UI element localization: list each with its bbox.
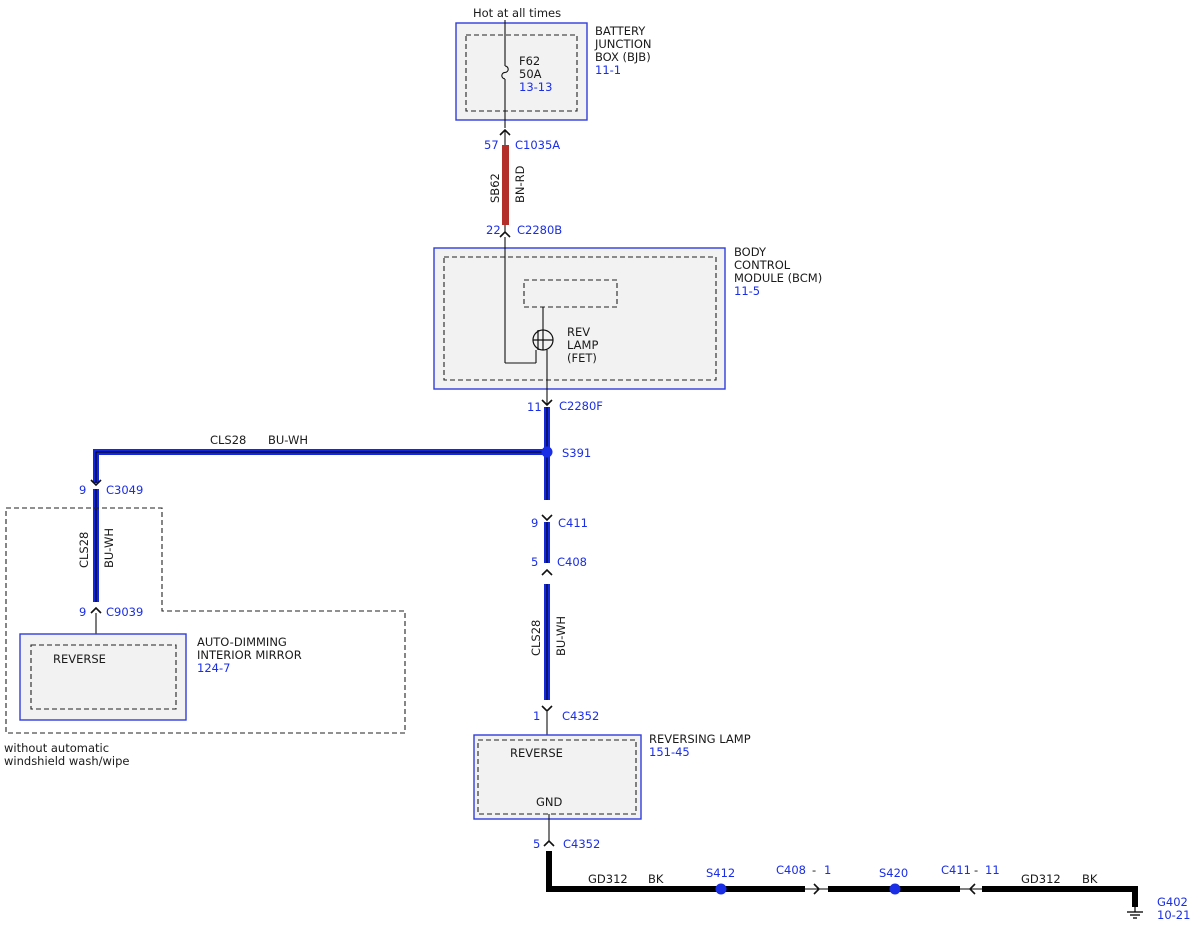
c2280f-name[interactable]: C2280F xyxy=(559,399,603,413)
connector-c4352-out-icon xyxy=(543,839,555,847)
c3049-pin: 9 xyxy=(79,483,86,497)
mirror-label-line1: AUTO-DIMMING xyxy=(197,635,287,649)
wire-sb62-circuit: SB62 xyxy=(488,173,502,203)
connector-c408-gnd-icon xyxy=(813,883,821,895)
wire-cls28-horizontal[interactable] xyxy=(93,449,547,483)
lamp-ref-link[interactable]: 151-45 xyxy=(649,745,690,759)
c411-name[interactable]: C411 xyxy=(558,516,588,530)
battery-junction-box[interactable] xyxy=(455,22,588,121)
connector-c2280f-icon xyxy=(541,399,553,407)
wire-gd312-a-color: BK xyxy=(648,872,664,886)
connector-c411-icon xyxy=(541,514,553,522)
wire-cls28-h-circuit: CLS28 xyxy=(210,433,246,447)
bjb-label-line1: BATTERY xyxy=(595,24,646,38)
bcm-label-line2: CONTROL xyxy=(734,258,791,272)
fet-transistor-icon xyxy=(532,329,554,351)
mirror-label-line2: INTERIOR MIRROR xyxy=(197,648,302,662)
c408-name[interactable]: C408 xyxy=(557,555,587,569)
c4352-in-name[interactable]: C4352 xyxy=(562,709,599,723)
c2280b-name[interactable]: C2280B xyxy=(517,223,562,237)
wire-cls28-h-color: BU-WH xyxy=(268,433,308,447)
c3049-name[interactable]: C3049 xyxy=(106,483,143,497)
reversing-lamp[interactable] xyxy=(473,734,642,820)
c1035a-name[interactable]: C1035A xyxy=(515,138,560,152)
c1035a-pin: 57 xyxy=(484,138,499,152)
wire-cls28-mirror-color: BU-WH xyxy=(102,528,116,568)
wire-cls28-mirror-circuit: CLS28 xyxy=(77,532,91,568)
mirror-pin-reverse: REVERSE xyxy=(53,652,106,666)
wire-gd312-a-circuit: GD312 xyxy=(588,872,628,886)
wire-cls28-lamp-circuit: CLS28 xyxy=(529,620,543,656)
c4352-in-pin: 1 xyxy=(533,709,540,723)
ground-g402-name[interactable]: G402 xyxy=(1157,895,1188,909)
splice-s391-icon xyxy=(541,446,553,458)
wire-gd312-b-color: BK xyxy=(1082,872,1098,886)
splice-s412-label[interactable]: S412 xyxy=(706,866,735,880)
splice-s420-label[interactable]: S420 xyxy=(879,866,908,880)
ground-symbol-icon xyxy=(1127,907,1143,919)
wire-gd312-b-circuit: GD312 xyxy=(1021,872,1061,886)
mirror-ref-link[interactable]: 124-7 xyxy=(197,661,230,675)
bjb-label-line3: BOX (BJB) xyxy=(595,50,651,64)
c408-pin: 5 xyxy=(531,555,538,569)
auto-dimming-mirror[interactable] xyxy=(19,633,187,721)
c411-gnd-sep: - xyxy=(974,863,978,877)
c408-gnd-sep: - xyxy=(812,863,816,877)
option-region-outline xyxy=(5,507,406,734)
c408-gnd-pin: 1 xyxy=(824,863,831,877)
connector-c3049-icon xyxy=(90,479,102,487)
c411-gnd-pin: 11 xyxy=(985,863,1000,877)
ground-g402-ref[interactable]: 10-21 xyxy=(1157,908,1190,922)
connector-c2280b-icon xyxy=(499,230,511,238)
c4352-out-name[interactable]: C4352 xyxy=(563,837,600,851)
bcm-output-line2: LAMP xyxy=(567,338,598,352)
lamp-name: REVERSING LAMP xyxy=(649,732,751,746)
lamp-pin-reverse: REVERSE xyxy=(510,746,563,760)
bcm-output-line1: REV xyxy=(567,325,590,339)
wire-sb62-color: BN-RD xyxy=(513,165,527,203)
wire-cls28-lamp-color: BU-WH xyxy=(554,616,568,656)
c4352-out-pin: 5 xyxy=(533,837,540,851)
connector-c408-icon xyxy=(541,568,553,576)
lamp-pin-gnd: GND xyxy=(536,795,563,809)
c9039-pin: 9 xyxy=(79,605,86,619)
connector-c9039-icon xyxy=(90,606,102,614)
c411-pin: 9 xyxy=(531,516,538,530)
bcm-label-line3: MODULE (BCM) xyxy=(734,271,822,285)
c411-gnd-name[interactable]: C411 xyxy=(941,863,971,877)
option-note-line1: without automatic xyxy=(4,741,109,755)
fuse-ref-link[interactable]: 13-13 xyxy=(519,80,552,94)
splice-s412-icon xyxy=(715,883,727,895)
bcm-output-line3: (FET) xyxy=(567,351,597,365)
fuse-icon xyxy=(501,65,509,80)
bcm-ref-link[interactable]: 11-5 xyxy=(734,284,760,298)
connector-c4352-in-icon xyxy=(541,705,553,713)
bcm-label-line1: BODY xyxy=(734,245,767,259)
splice-s391-label[interactable]: S391 xyxy=(562,446,591,460)
fuse-name: F62 xyxy=(519,54,540,68)
c2280b-pin: 22 xyxy=(486,223,501,237)
option-note-line2: windshield wash/wipe xyxy=(4,754,129,768)
connector-c411-gnd-icon xyxy=(968,883,976,895)
body-control-module[interactable] xyxy=(433,247,726,390)
wire-sb62[interactable] xyxy=(502,130,509,232)
power-note: Hot at all times xyxy=(473,6,561,20)
bjb-label-line2: JUNCTION xyxy=(594,37,652,51)
splice-s420-icon xyxy=(889,883,901,895)
bjb-ref-link[interactable]: 11-1 xyxy=(595,63,621,77)
c408-gnd-name[interactable]: C408 xyxy=(776,863,806,877)
c9039-name[interactable]: C9039 xyxy=(106,605,143,619)
fuse-rating: 50A xyxy=(519,67,542,81)
c2280f-pin: 11 xyxy=(527,400,542,414)
